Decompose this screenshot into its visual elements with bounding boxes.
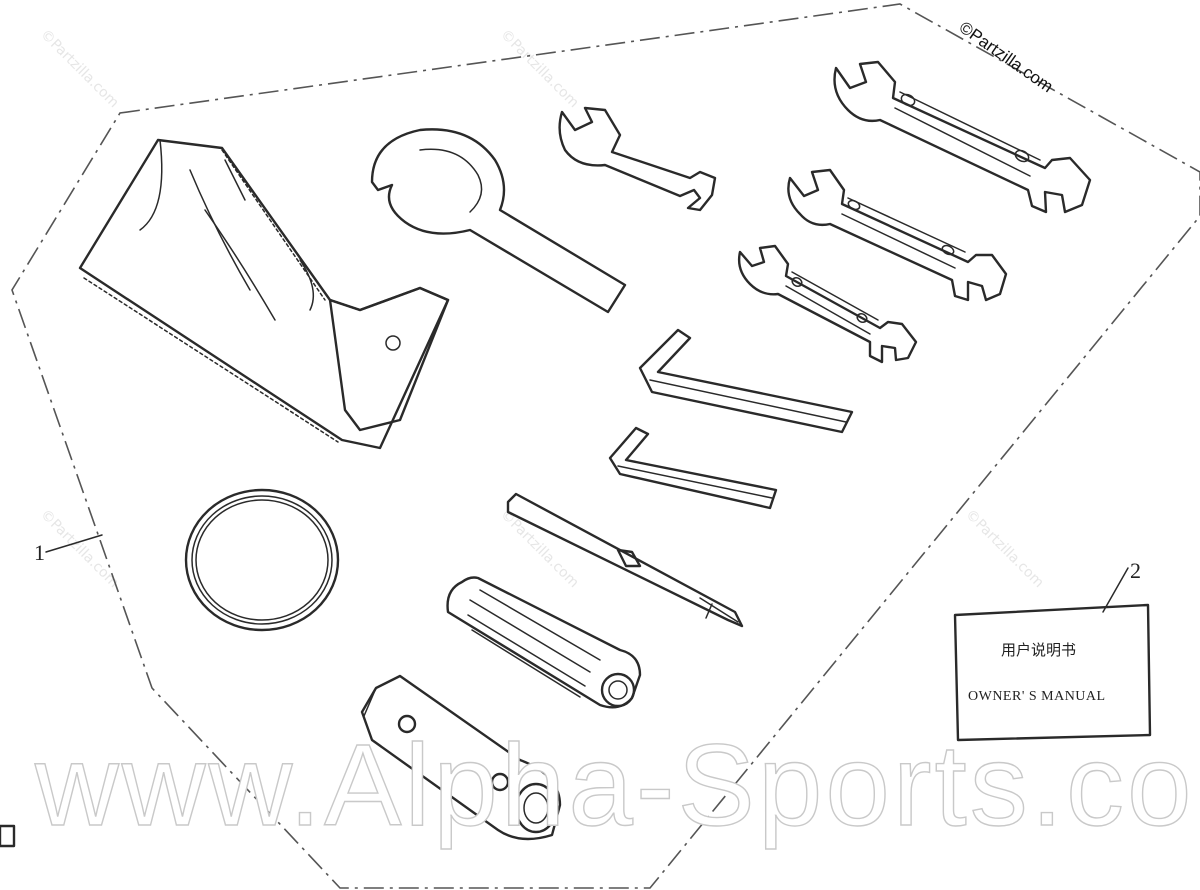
spark-plug-socket-wrench	[360, 674, 562, 841]
double-open-end-wrench-small	[737, 244, 918, 364]
tile-watermark: ©Partzilla.com	[37, 27, 122, 112]
tile-watermark: ©Partzilla.com	[37, 507, 122, 592]
double-open-end-wrench-medium	[787, 168, 1008, 302]
bottom-left-fragment	[0, 824, 16, 848]
double-open-end-wrench-large	[833, 60, 1092, 214]
kit-boundary	[11, 3, 1200, 889]
hex-key-large	[638, 328, 854, 434]
tile-watermark: ©Partzilla.com	[497, 27, 582, 112]
leader-line	[45, 534, 103, 553]
tool-pouch	[78, 138, 450, 450]
tile-watermark: ©Partzilla.com	[962, 507, 1047, 592]
screwdriver-shaft	[506, 492, 744, 628]
callout-2: 2	[1102, 558, 1141, 613]
tile-watermarks: ©Partzilla.com ©Partzilla.com ©Partzilla…	[37, 27, 1047, 592]
callout-number: 2	[1130, 558, 1141, 583]
manual-english-title: OWNER' S MANUAL	[968, 689, 1106, 704]
open-end-wrench-small	[558, 106, 717, 212]
hex-key-small	[608, 426, 778, 510]
manual-chinese-title: 用户说明书	[1001, 641, 1076, 659]
callout-number: 1	[34, 540, 45, 565]
tile-watermark: ©Partzilla.com	[497, 507, 582, 592]
leader-line	[1102, 567, 1129, 613]
hook-spanner	[370, 128, 627, 314]
rubber-band	[184, 488, 340, 632]
screwdriver-handle	[446, 576, 642, 709]
callout-1: 1	[34, 534, 103, 565]
corner-watermark: ©Partzilla.com	[956, 18, 1057, 97]
site-watermark: www.Alpha-Sports.com	[34, 720, 1200, 850]
owners-manual: 用户说明书 OWNER' S MANUAL	[953, 603, 1152, 742]
